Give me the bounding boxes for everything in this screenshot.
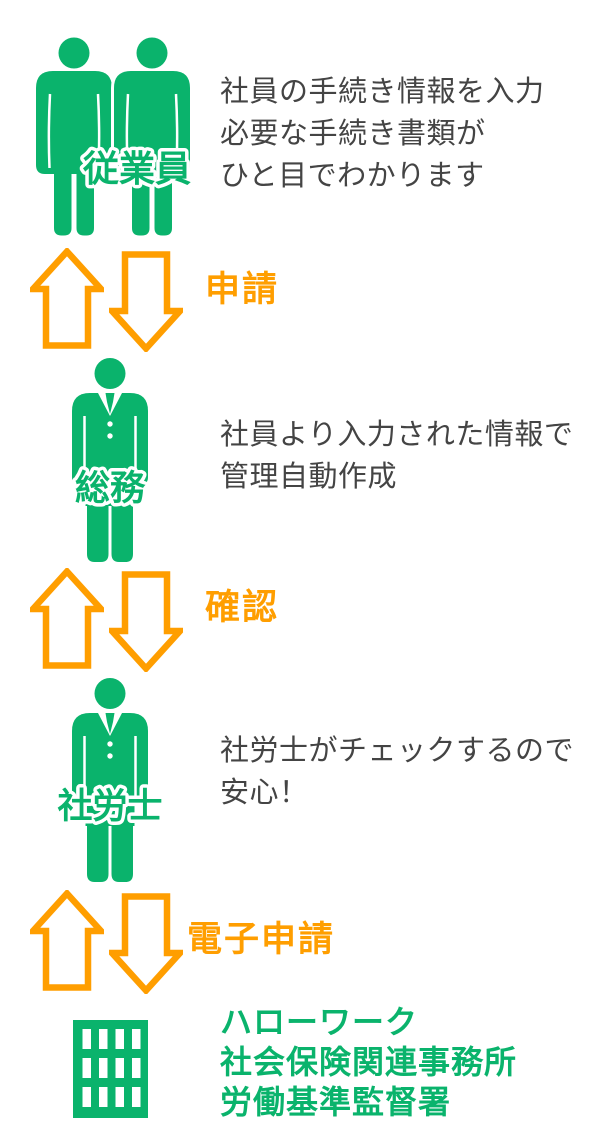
description-line: 安心！ [220,777,309,809]
office-worker-icon [72,358,148,563]
up-arrow-icon [30,568,104,669]
description-line: 社労士がチェックするので [220,735,575,767]
down-arrow-icon [109,893,183,994]
labor-consultant-icon [72,678,148,883]
destination-list: ハローワーク 社会保険関連事務所 労働基準監督署 [220,1002,517,1122]
actor-label: 総務 [75,469,146,508]
description-line: 必要な手続き書類が [220,118,486,150]
step-description: 社員より入力された情報で 管理自動作成 [220,414,573,498]
employees-icon [34,37,193,238]
up-arrow-icon [30,890,104,991]
actor-label: 社労士 [57,787,162,826]
step-description: 社労士がチェックするので 安心！ [220,730,574,814]
government-building-icon [73,1020,148,1118]
down-arrow-icon [109,571,183,672]
description-line: ひと目でわかります [220,160,485,192]
labor-consultant-label-badge: 社労士 [54,784,166,830]
connector-label: 確認 [205,588,280,627]
destination-line: 労働基準監督署 [220,1084,452,1120]
up-arrow-icon [30,248,104,349]
description-line: 社員より入力された情報で [220,419,574,451]
actor-label: 従業員 [82,148,191,189]
connector-label: 電子申請 [187,920,336,959]
connector-label: 申請 [205,270,280,309]
description-line: 社員の手続き情報を入力 [220,76,545,108]
step-description: 社員の手続き情報を入力 必要な手続き書類が ひと目でわかります [220,71,545,197]
destination-line: 社会保険関連事務所 [220,1044,518,1080]
description-line: 管理自動作成 [220,461,398,493]
employees-label-badge: 従業員 [78,145,194,193]
down-arrow-icon [109,251,183,352]
destination-line: ハローワーク [220,1004,419,1040]
office-worker-label-badge: 総務 [71,466,149,512]
